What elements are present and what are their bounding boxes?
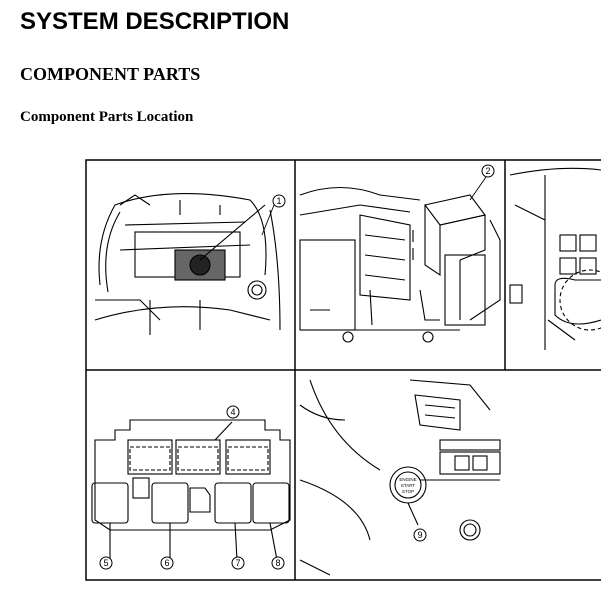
- panel-1-drawing: [94, 193, 281, 335]
- panel-2-drawing: [299, 186, 501, 343]
- callout-1: 1: [276, 196, 281, 206]
- subsection-heading: Component Parts Location: [20, 109, 194, 125]
- callout-2: 2: [485, 166, 490, 176]
- panel-5-drawing: [299, 379, 501, 576]
- callout-4: 4: [230, 407, 235, 417]
- start-button-line2: START: [401, 483, 416, 488]
- callout-9: 9: [417, 530, 422, 540]
- start-button-line1: ENGINE: [399, 477, 416, 482]
- page-title: SYSTEM DESCRIPTION: [20, 8, 290, 35]
- start-button-line3: STOP: [402, 489, 414, 494]
- panel-3-drawing: [509, 167, 601, 350]
- panel-4-drawing: [91, 419, 291, 561]
- start-button-label: ENGINE START STOP: [399, 477, 416, 494]
- section-heading: COMPONENT PARTS: [20, 64, 201, 84]
- start-button-inner: [394, 471, 422, 499]
- callout-6: 6: [164, 558, 169, 568]
- callout-7: 7: [235, 558, 240, 568]
- callout-5: 5: [103, 558, 108, 568]
- callout-8: 8: [275, 558, 280, 568]
